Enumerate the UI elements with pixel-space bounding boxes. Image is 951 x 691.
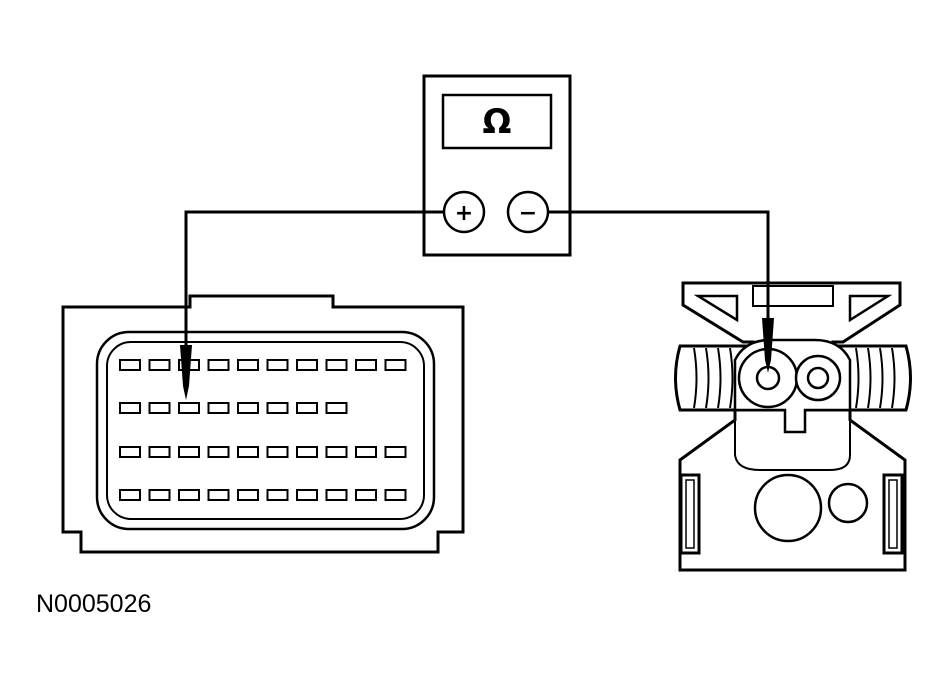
pin-cavity [355,489,377,501]
pin-cavity [296,489,318,501]
pin-cavity [296,359,318,371]
pin-cavity [325,489,348,501]
pin-cavity [119,359,141,371]
test-lead-positive [180,210,444,400]
pin-cavity [325,402,348,414]
pin-cavity [237,489,259,501]
ohm-symbol: Ω [483,102,512,142]
pin-cavity [148,402,171,414]
pin-cavity [207,402,230,414]
two-pin-component [674,281,912,572]
ohmmeter: Ω + − [422,74,572,257]
pin-cavity [355,359,377,371]
pin-cavity [207,489,230,501]
pin-cavity [178,402,200,414]
test-lead-negative [548,210,774,373]
pin-cavity [384,446,407,458]
pin-cavity [207,359,230,371]
coil-rib [729,347,734,409]
pin-cavity [207,446,230,458]
meter-display [441,93,553,150]
pin-cavity [237,446,259,458]
coil-rib [693,347,698,409]
pin-cavity [148,489,171,501]
coil-rib [717,347,722,409]
coil-rib [855,347,860,409]
minus-terminal-label: − [519,201,537,226]
connector-pins [119,359,407,501]
multi-pin-connector [61,294,465,554]
pin-cavity [148,359,171,371]
coil-rib [891,347,896,409]
pin-cavity [237,359,259,371]
pin-cavity [266,359,289,371]
pin-cavity [237,402,259,414]
figure-id: N0005026 [36,590,152,618]
pin-cavity [178,489,200,501]
pin-cavity [266,402,289,414]
pin-cavity [119,489,141,501]
pin-cavity [384,489,407,501]
pin-cavity [325,359,348,371]
pin-cavity [266,489,289,501]
coil-ribs [693,347,896,409]
coil-rib [705,347,710,409]
plus-terminal-label: + [455,201,473,226]
pin-cavity [148,446,171,458]
pin-cavity [119,402,141,414]
pin-cavity [266,446,289,458]
coil-rib [879,347,884,409]
pin-cavity [119,446,141,458]
pin-cavity [296,446,318,458]
pin-cavity [296,402,318,414]
pin-cavity [355,446,377,458]
coil-rib [867,347,872,409]
pin-cavity [325,446,348,458]
pin-cavity [178,446,200,458]
pin-cavity [384,359,407,371]
